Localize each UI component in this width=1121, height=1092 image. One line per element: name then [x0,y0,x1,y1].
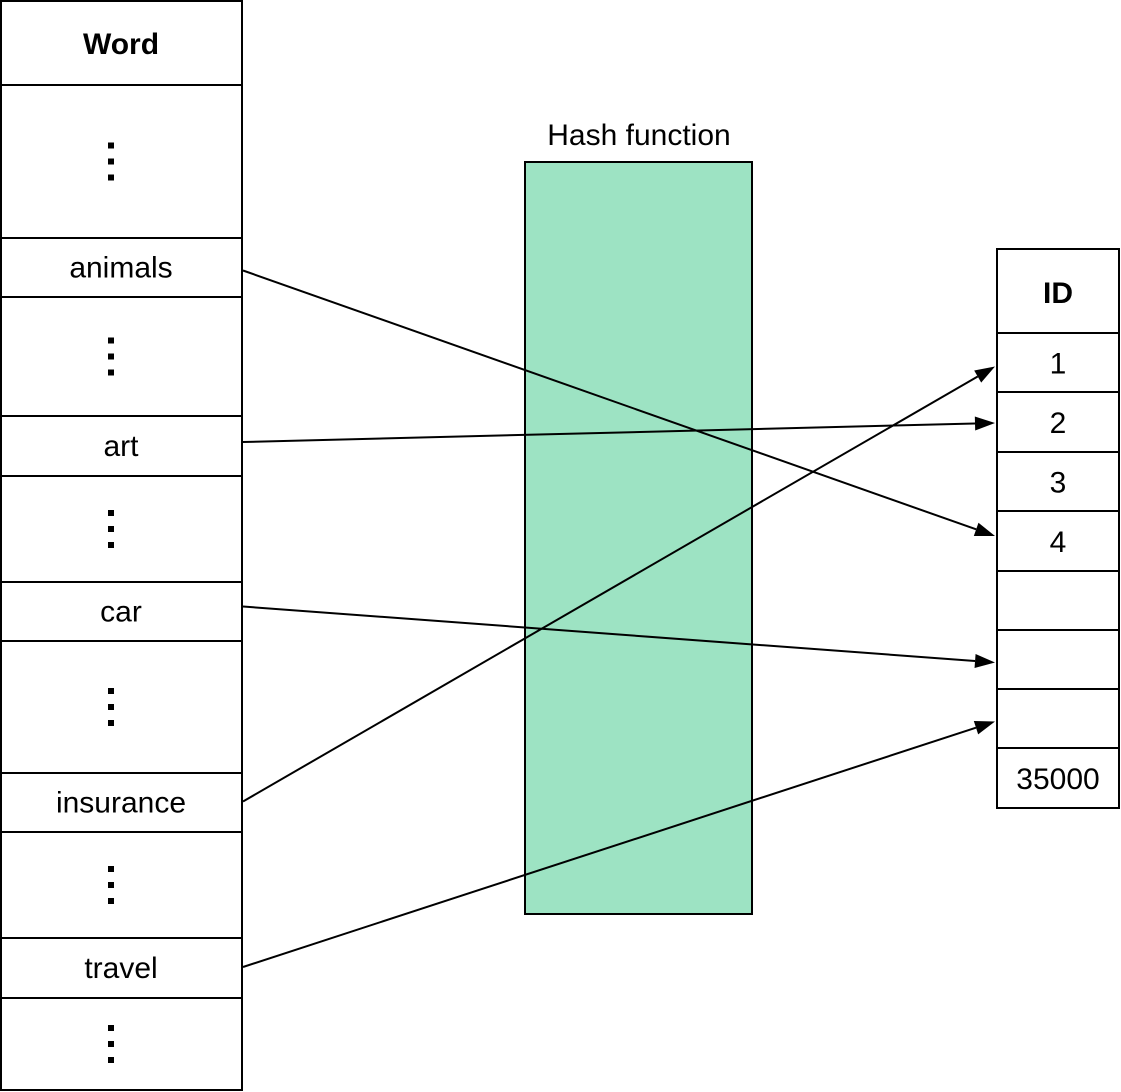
word-cell [0,937,243,999]
id-cell [996,747,1120,809]
id-value: 4 [1050,526,1067,559]
vertical-ellipsis-icon [108,1025,114,1063]
word-row-car: car [0,581,243,642]
word-row-animals: animals [0,237,243,298]
arrowhead-icon [973,522,995,536]
mapping-arrows [242,269,995,968]
word-cell [0,640,243,774]
id-row [996,629,1120,690]
id-row [996,570,1120,631]
word-row-travel: travel [0,937,243,999]
word-label: car [100,596,142,629]
arrowhead-icon [974,416,995,431]
arrow-line [242,269,977,531]
id-row: 35000 [996,747,1120,809]
id-value: 1 [1050,348,1067,381]
word-label: travel [84,952,157,985]
id-row: 3 [996,451,1120,512]
word-cell [0,415,243,477]
id-value: 3 [1050,467,1067,500]
id-cell [996,629,1120,690]
word-cell [0,237,243,298]
vertical-ellipsis-icon [108,866,114,904]
word-label: art [103,430,139,463]
word-cell [0,997,243,1091]
arrow-animals [242,269,995,536]
ellipsis-row [0,997,243,1091]
id-cell [996,332,1120,393]
ellipsis-row [0,296,243,417]
vertical-ellipsis-icon [108,688,114,726]
id-row: 4 [996,510,1120,572]
arrowhead-icon [973,721,995,735]
id-cell [996,688,1120,749]
word-cell [0,831,243,939]
id-row: 1 [996,332,1120,393]
word-table-header: Word [83,28,159,61]
word-row-art: art [0,415,243,477]
word-table-header-cell [0,0,243,86]
hash-function-label: Hash function [547,119,730,152]
arrow-travel [242,721,995,968]
arrow-line [242,605,976,663]
arrow-line [242,726,977,968]
id-table-header: ID [1043,277,1073,310]
arrowhead-icon [974,366,995,383]
word-table: Word animals art car insurance travel [0,0,243,1091]
vertical-ellipsis-icon [108,510,114,548]
id-table: ID 1 2 3 4 35000 [996,248,1120,809]
hash-function: Hash function [524,119,753,915]
word-label: insurance [56,787,186,820]
word-cell [0,475,243,583]
arrow-art [242,416,995,443]
word-label: animals [69,252,172,285]
ellipsis-row [0,475,243,583]
id-cell [996,451,1120,512]
arrow-car [242,605,995,668]
arrow-line [242,422,976,443]
arrow-line [242,375,979,803]
word-cell [0,296,243,417]
arrow-insurance [242,366,995,803]
arrowhead-icon [974,654,995,668]
ellipsis-row [0,640,243,774]
id-row: 2 [996,391,1120,453]
hash-function-box [524,161,753,915]
ellipsis-row [0,831,243,939]
word-row-insurance: insurance [0,772,243,833]
word-cell [0,581,243,642]
id-value: 35000 [1016,763,1099,796]
word-cell [0,84,243,239]
id-row [996,688,1120,749]
id-value: 2 [1050,407,1067,440]
id-cell [996,570,1120,631]
ellipsis-row [0,84,243,239]
vertical-ellipsis-icon [108,142,114,181]
vertical-ellipsis-icon [108,337,114,376]
id-cell [996,510,1120,572]
